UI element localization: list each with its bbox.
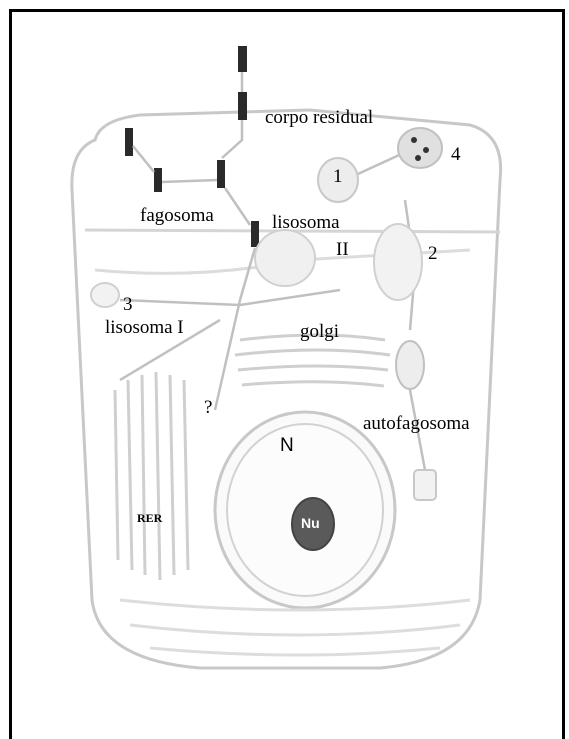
label-nucleolus: Nu	[301, 516, 320, 530]
arrow-line-6	[240, 248, 255, 300]
label-1: 1	[333, 167, 343, 186]
label-lisosoma-ii-roman: II	[336, 240, 349, 259]
label-question: ?	[204, 398, 212, 417]
label-4: 4	[451, 145, 461, 164]
label-lisosoma-i: lisosoma I	[105, 318, 184, 337]
rer-cisternae	[115, 372, 188, 580]
residual-dot-2	[423, 147, 429, 153]
particle-2	[238, 92, 247, 120]
label-3: 3	[123, 295, 133, 314]
arrow-line-2	[222, 120, 242, 158]
lysosome-2-body	[255, 230, 315, 286]
arrow-line-5	[225, 188, 250, 225]
autophagosome-shape	[396, 341, 424, 389]
label-2: 2	[428, 244, 438, 263]
residual-body	[398, 128, 442, 168]
particle-4	[154, 168, 162, 192]
label-rer: RER	[137, 512, 162, 524]
label-autofagosoma: autofagosoma	[363, 414, 470, 433]
label-corpo-residual: corpo residual	[265, 108, 373, 127]
arrow-line-4	[162, 180, 217, 182]
particle-5	[217, 160, 225, 188]
arrow-line-10	[120, 290, 340, 305]
label-golgi: golgi	[300, 322, 339, 341]
particle-1	[238, 46, 247, 72]
particle-3	[125, 128, 133, 156]
golgi-stacks	[235, 335, 390, 386]
label-nucleus: N	[280, 436, 294, 455]
label-lisosoma-ii: lisosoma	[272, 213, 340, 232]
residual-dot-3	[415, 155, 421, 161]
residual-dot-1	[411, 137, 417, 143]
vesicle-2	[374, 224, 422, 300]
vesicle-3	[91, 283, 119, 307]
vesicle-right	[414, 470, 436, 500]
particle-6	[251, 221, 259, 247]
label-fagosoma: fagosoma	[140, 206, 214, 225]
arrow-line-3	[133, 146, 154, 172]
